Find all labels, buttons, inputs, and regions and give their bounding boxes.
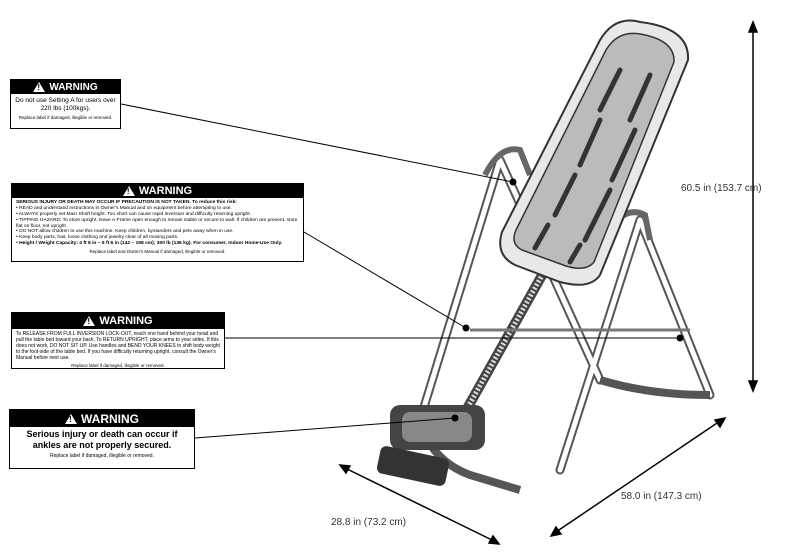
warning-triangle-icon <box>33 82 46 92</box>
warning-body: SERIOUS INJURY OR DEATH MAY OCCUR IF PRE… <box>16 200 298 247</box>
warning-header: WARNING <box>10 410 194 427</box>
dimension-width: 58.0 in (147.3 cm) <box>621 491 702 502</box>
warning-label-release-lockout: WARNING To RELEASE FROM FULL INVERSION L… <box>11 312 225 369</box>
warning-triangle-icon <box>65 413 77 424</box>
leader-lines <box>120 103 684 439</box>
warning-label-weight-limit: WARNING Do not use Setting A for users o… <box>10 79 121 129</box>
warning-label-ankles: WARNING Serious injury or death can occu… <box>9 409 195 469</box>
dimension-height: 60.5 in (153.7 cm) <box>681 183 762 194</box>
warning-header: WARNING <box>11 80 120 94</box>
warning-footer: Replace label if damaged, illegible or r… <box>71 363 165 368</box>
warning-header: WARNING <box>12 313 224 329</box>
warning-header: WARNING <box>12 184 303 198</box>
handle-left <box>482 146 533 177</box>
warning-footer: Replace label if damaged, illegible or r… <box>50 452 154 459</box>
dimension-depth: 28.8 in (73.2 cm) <box>331 517 407 528</box>
warning-body: Serious injury or death can occur if ank… <box>26 429 178 450</box>
dimension-arrows <box>338 19 759 545</box>
warning-body: To RELEASE FROM FULL INVERSION LOCK-OUT,… <box>16 331 220 361</box>
warning-body: Do not use Setting A for users over 220 … <box>15 97 116 112</box>
table-bed <box>499 19 690 286</box>
warning-label-serious-injury: WARNING SERIOUS INJURY OR DEATH MAY OCCU… <box>11 183 304 262</box>
warning-footer: Replace label and Owner's Manual if dama… <box>89 249 226 254</box>
warning-triangle-icon <box>122 186 135 196</box>
warning-footer: Replace label if damaged, illegible or r… <box>18 114 113 120</box>
warning-triangle-icon <box>83 316 96 326</box>
